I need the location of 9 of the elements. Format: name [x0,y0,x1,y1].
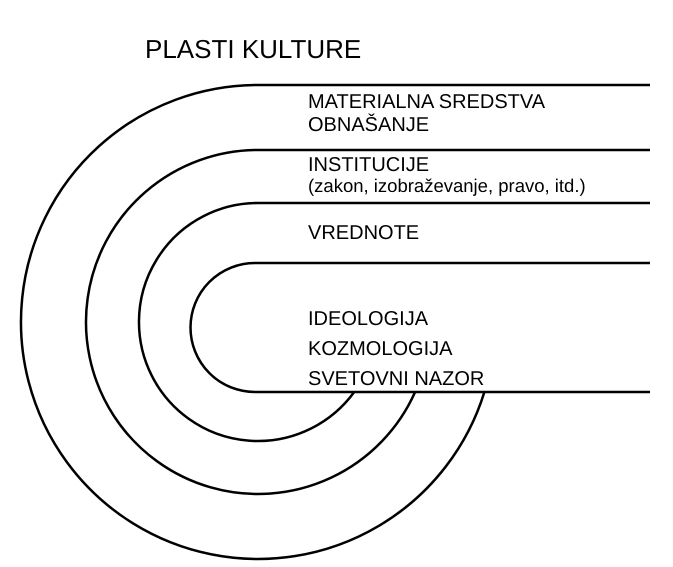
layer-label: VREDNOTE [308,221,420,245]
layer-label: MATERIALNA SREDSTVA [308,91,546,113]
layer-label: IDEOLOGIJA [308,307,430,332]
layer-label: OBNAŠANJE [308,113,430,137]
layer-label: INSTITUCIJE [308,155,430,175]
layer-label: SVETOVNI NAZOR [308,367,484,392]
layer-label: (zakon, izobraževanje, pravo, itd.) [308,175,586,197]
diagram-title: PLASTI KULTURE [145,34,362,65]
layer-label: KOZMOLOGIJA [308,337,454,362]
